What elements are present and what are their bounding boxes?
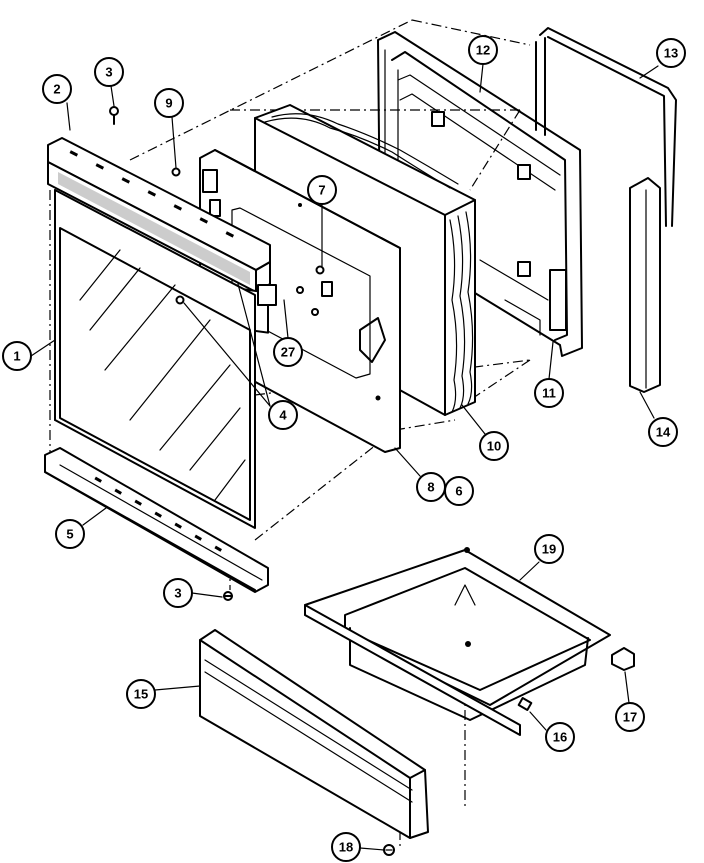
fastener-7: [296, 265, 333, 316]
screw-18: [383, 844, 395, 856]
svg-text:27: 27: [281, 345, 295, 360]
callout-27: 27: [273, 337, 303, 367]
svg-text:3: 3: [174, 586, 181, 601]
callout-9: 9: [154, 88, 184, 118]
screw-3-bottom: [223, 591, 233, 601]
svg-text:7: 7: [318, 183, 325, 198]
callout-8: 8: [416, 472, 446, 502]
drawer-front-part-15: [199, 629, 429, 839]
callout-15: 15: [126, 679, 156, 709]
callout-3-bottom: 3: [163, 578, 193, 608]
callout-11: 11: [534, 378, 564, 408]
screw-3-top: [109, 106, 119, 125]
gasket-part-13: [535, 27, 677, 227]
bumper-17: [611, 647, 635, 671]
drawer-tray-part-19: [304, 547, 611, 736]
callout-14: 14: [648, 417, 678, 447]
slot-row: [69, 150, 235, 238]
side-trim-part-14: [629, 177, 661, 393]
svg-text:17: 17: [623, 710, 637, 725]
callout-2: 2: [42, 74, 72, 104]
svg-text:19: 19: [542, 542, 556, 557]
svg-text:8: 8: [427, 480, 434, 495]
svg-text:3: 3: [105, 65, 112, 80]
callout-1: 1: [2, 341, 32, 371]
trim-slots: [94, 476, 222, 552]
svg-text:14: 14: [656, 425, 671, 440]
screw-4: [175, 295, 185, 305]
callout-4: 4: [268, 400, 298, 430]
svg-text:6: 6: [455, 484, 462, 499]
svg-text:5: 5: [66, 527, 73, 542]
callout-7: 7: [307, 175, 337, 205]
svg-text:1: 1: [13, 349, 20, 364]
svg-text:4: 4: [279, 408, 287, 423]
svg-text:11: 11: [542, 386, 556, 401]
svg-text:9: 9: [165, 96, 172, 111]
svg-text:18: 18: [339, 840, 353, 855]
svg-text:15: 15: [134, 687, 148, 702]
leader-lines: [30, 63, 659, 851]
callout-16: 16: [545, 722, 575, 752]
svg-text:13: 13: [664, 46, 678, 61]
callout-5: 5: [55, 519, 85, 549]
callout-17: 17: [615, 702, 645, 732]
outer-door-glass-part-1: [54, 189, 256, 529]
svg-text:12: 12: [476, 43, 490, 58]
callout-13: 13: [656, 38, 686, 68]
callout-19: 19: [534, 534, 564, 564]
callout-18: 18: [331, 832, 361, 862]
svg-text:10: 10: [487, 439, 501, 454]
callout-12: 12: [468, 35, 498, 65]
callout-6: 6: [444, 476, 474, 506]
screw-9: [171, 167, 181, 177]
clip-16: [517, 697, 533, 711]
callout-10: 10: [479, 431, 509, 461]
hardware: [109, 106, 635, 856]
bottom-trim-part-5: [44, 447, 269, 593]
svg-text:16: 16: [553, 730, 567, 745]
svg-text:2: 2: [53, 82, 60, 97]
callout-3-top: 3: [94, 57, 124, 87]
